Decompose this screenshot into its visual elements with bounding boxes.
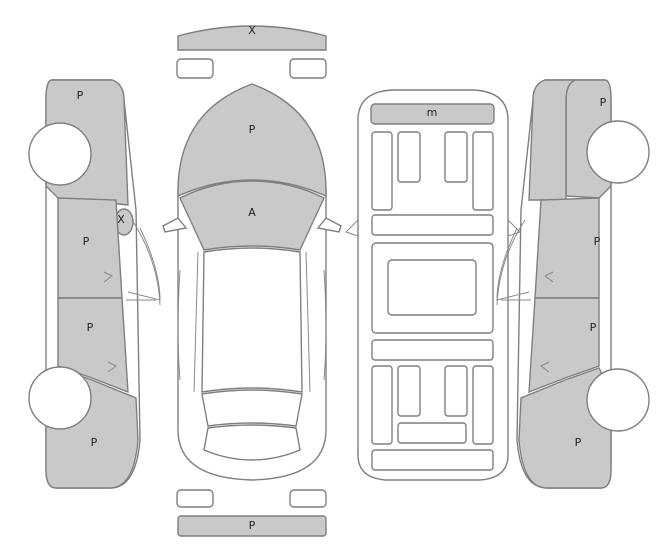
rear-bumper-label: P: [249, 519, 256, 532]
rear-right-taillight[interactable]: [289, 489, 327, 508]
floor-panel-inner[interactable]: [387, 259, 477, 316]
top-left-mirror[interactable]: [162, 217, 188, 233]
front-bumper-group: X: [176, 24, 327, 79]
rear-left-seat[interactable]: [397, 365, 421, 417]
right-front-wheel[interactable]: [586, 120, 650, 184]
rear-left-seat-frame[interactable]: [371, 365, 393, 445]
left-rear-wheel[interactable]: [28, 366, 92, 430]
left-front-door-label: P: [83, 235, 90, 248]
top-right-mirror[interactable]: [316, 217, 342, 233]
left-mirror-label: X: [117, 213, 125, 226]
windshield-label: A: [248, 206, 256, 219]
car-right-side-view: P P P P: [496, 79, 650, 489]
right-front-door[interactable]: [534, 197, 600, 299]
right-upper-panel[interactable]: [528, 79, 576, 201]
left-side-glass-line: [193, 251, 199, 393]
right-front-fender-label: P: [600, 96, 607, 109]
left-rear-door-label: P: [87, 321, 94, 334]
rear-bumper[interactable]: [177, 515, 327, 537]
top-roof[interactable]: [201, 247, 303, 393]
right-roof-line: [496, 227, 530, 301]
left-door-handle-2: [107, 361, 117, 373]
left-windshield-pillar: [131, 219, 161, 306]
right-door-seam: [323, 269, 327, 381]
front-crossbar[interactable]: [371, 214, 494, 236]
left-rear-quarter-label: P: [91, 436, 98, 449]
rear-floor-strip[interactable]: [371, 449, 494, 471]
left-roof-line: [127, 227, 161, 301]
roof-panel[interactable]: [370, 103, 495, 125]
left-front-wheel[interactable]: [28, 122, 92, 186]
right-door-handle-2: [540, 361, 550, 373]
roof-panel-label: m: [427, 106, 438, 119]
left-front-door[interactable]: [57, 197, 123, 299]
rear-right-seat[interactable]: [444, 365, 468, 417]
front-bumper[interactable]: [177, 25, 327, 51]
front-right-seat-frame[interactable]: [472, 131, 494, 211]
front-left-seat[interactable]: [397, 131, 421, 183]
right-windshield-pillar: [496, 219, 526, 306]
rear-bench[interactable]: [397, 422, 467, 444]
hood[interactable]: [177, 83, 327, 198]
left-door-seam: [177, 269, 181, 381]
windshield[interactable]: [179, 180, 325, 251]
car-underbody-view: m: [345, 89, 521, 481]
front-left-headlight[interactable]: [176, 58, 214, 79]
rear-left-taillight[interactable]: [176, 489, 214, 508]
right-side-glass-line: [305, 251, 311, 393]
rear-right-seat-frame[interactable]: [472, 365, 494, 445]
front-right-seat[interactable]: [444, 131, 468, 183]
underbody-outline: [357, 89, 509, 481]
rear-crossbar[interactable]: [371, 339, 494, 361]
right-rear-door[interactable]: [528, 297, 600, 394]
left-front-fender-label: P: [77, 89, 84, 102]
left-door-handle-1: [103, 271, 113, 283]
right-front-door-label: P: [594, 235, 601, 248]
right-rear-wheel[interactable]: [586, 368, 650, 432]
front-right-headlight[interactable]: [289, 58, 327, 79]
right-rear-quarter-label: P: [575, 436, 582, 449]
rear-bumper-group: P: [176, 489, 327, 537]
front-left-seat-frame[interactable]: [371, 131, 393, 211]
front-bumper-label: X: [248, 24, 256, 37]
right-door-handle-1: [544, 271, 554, 283]
trunk-lid[interactable]: [203, 424, 301, 461]
underbody-left-mirror: [345, 219, 359, 237]
car-left-side-view: P X P P P: [28, 79, 161, 489]
rear-window[interactable]: [201, 389, 303, 427]
left-rear-door[interactable]: [57, 297, 129, 394]
car-top-view: P A: [162, 83, 342, 481]
right-rear-door-label: P: [590, 321, 597, 334]
hood-label: P: [249, 123, 256, 136]
